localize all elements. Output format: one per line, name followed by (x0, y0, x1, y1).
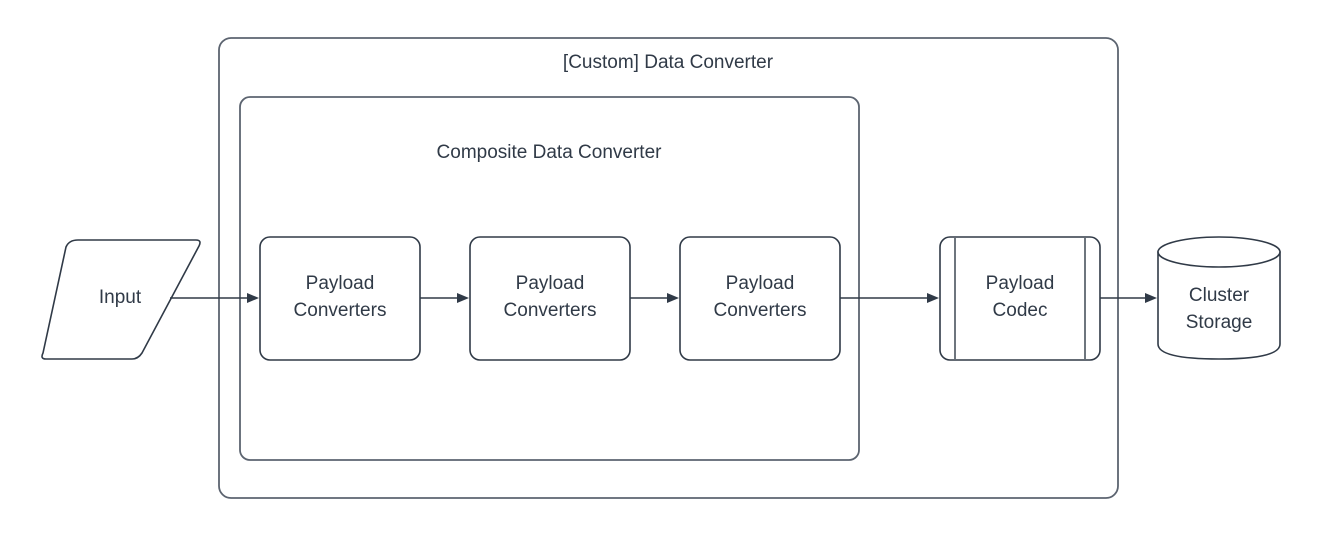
node-payload-converters-1-label-line1: Payload (306, 273, 375, 294)
node-input-label: Input (99, 287, 142, 308)
container-composite-data-converter[interactable]: Composite Data Converter (239, 96, 860, 461)
node-payload-codec-label-line1: Payload (986, 273, 1055, 294)
node-payload-converters-3[interactable]: Payload Converters (679, 236, 841, 361)
node-payload-converters-1[interactable]: Payload Converters (259, 236, 421, 361)
edge-input-to-payload-converters-1-arrowhead (247, 293, 259, 303)
edge-payload-converters-2-to-payload-converters-3-arrowhead (667, 293, 679, 303)
edge-input-to-payload-converters-1 (170, 293, 259, 303)
node-payload-codec-label-line2: Codec (993, 300, 1048, 321)
node-cluster-storage-label-line1: Cluster (1189, 285, 1250, 306)
node-payload-converters-2[interactable]: Payload Converters (469, 236, 631, 361)
node-cluster-storage-label-line2: Storage (1186, 312, 1253, 333)
container-custom-data-converter[interactable]: [Custom] Data Converter (218, 37, 1119, 499)
edge-payload-converters-2-to-payload-converters-3 (630, 293, 679, 303)
edge-payload-converters-3-to-payload-codec-arrowhead (927, 293, 939, 303)
edge-payload-codec-to-cluster-storage-arrowhead (1145, 293, 1157, 303)
node-input-shape (41, 239, 201, 360)
container-composite-data-converter-label: Composite Data Converter (437, 142, 663, 163)
container-custom-data-converter-label: [Custom] Data Converter (563, 52, 774, 73)
node-payload-converters-1-shape (259, 236, 421, 361)
edge-payload-converters-3-to-payload-codec (840, 293, 939, 303)
edge-payload-converters-1-to-payload-converters-2-arrowhead (457, 293, 469, 303)
node-payload-converters-2-label-line2: Converters (504, 300, 597, 321)
container-composite-data-converter-border (239, 96, 860, 461)
node-payload-converters-3-shape (679, 236, 841, 361)
node-cluster-storage-body (1157, 251, 1281, 360)
node-payload-codec-shape (939, 236, 1101, 361)
node-input[interactable]: Input (41, 239, 201, 360)
node-cluster-storage[interactable]: Cluster Storage (1157, 236, 1281, 360)
node-payload-converters-3-label-line2: Converters (714, 300, 807, 321)
node-payload-codec[interactable]: Payload Codec (939, 236, 1101, 361)
node-payload-converters-2-shape (469, 236, 631, 361)
container-custom-data-converter-border (218, 37, 1119, 499)
node-payload-converters-2-label-line1: Payload (516, 273, 585, 294)
node-payload-converters-3-label-line1: Payload (726, 273, 795, 294)
edge-payload-codec-to-cluster-storage (1100, 293, 1157, 303)
edge-payload-converters-1-to-payload-converters-2 (420, 293, 469, 303)
node-payload-converters-1-label-line2: Converters (294, 300, 387, 321)
node-cluster-storage-top (1157, 236, 1281, 268)
